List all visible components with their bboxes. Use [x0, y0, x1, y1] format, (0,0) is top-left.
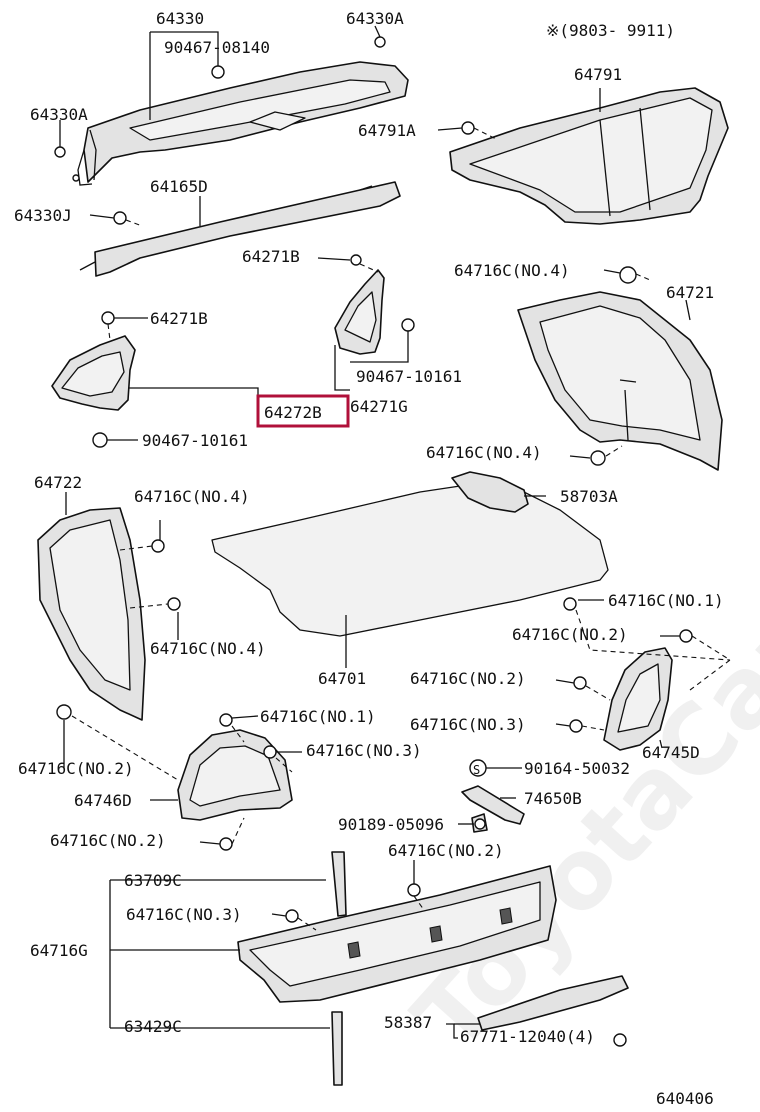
- label-90164-50032: 90164-50032: [524, 759, 630, 778]
- leader-lines: [59, 25, 731, 1039]
- label-64721: 64721: [666, 283, 714, 302]
- label-58387: 58387: [384, 1013, 432, 1032]
- bracket-74650B: [461, 785, 525, 833]
- label-64271B-upper: 64271B: [242, 247, 300, 266]
- pad-58703A: [451, 471, 529, 513]
- drawing-number: 640406: [656, 1089, 714, 1108]
- label-64272B: 64272B: [264, 403, 322, 422]
- label-64722: 64722: [34, 473, 82, 492]
- label-64716C-no2-bottom: 64716C(NO.2): [388, 841, 504, 860]
- rear-panel-trim-64716G: [237, 865, 557, 1003]
- label-64701: 64701: [318, 669, 366, 688]
- trunk-lid-trim-64791: [449, 87, 729, 225]
- trim-58387: [477, 975, 629, 1031]
- label-58703A: 58703A: [560, 487, 618, 506]
- label-64716C-no1-right: 64716C(NO.1): [608, 591, 724, 610]
- label-63709C: 63709C: [124, 871, 182, 890]
- note: ※(9803- 9911): [546, 21, 675, 40]
- label-64745D: 64745D: [642, 743, 700, 762]
- trunk-side-trim-64721: [517, 291, 723, 471]
- label-64330: 64330: [156, 9, 204, 28]
- corner-trim-64746D: [177, 729, 293, 821]
- label-64330A-top: 64330A: [346, 9, 404, 28]
- label-64716C-no4-d: 64716C(NO.4): [150, 639, 266, 658]
- trim-piece-64272B: [51, 335, 136, 411]
- label-64716C-no3-right: 64716C(NO.3): [410, 715, 526, 734]
- strip-63429C: [331, 1011, 343, 1086]
- label-64716G: 64716G: [30, 941, 88, 960]
- label-64716C-no3-mid: 64716C(NO.3): [306, 741, 422, 760]
- label-64716C-no4-a: 64716C(NO.4): [454, 261, 570, 280]
- label-74650B: 74650B: [524, 789, 582, 808]
- label-64746D: 64746D: [74, 791, 132, 810]
- label-64271G: 64271G: [350, 397, 408, 416]
- label-67771-12040: 67771-12040(4): [460, 1027, 595, 1046]
- trim-piece-64271G: [334, 269, 385, 355]
- label-64716C-no3-bottom: 64716C(NO.3): [126, 905, 242, 924]
- label-90467-10161-left: 90467-10161: [142, 431, 248, 450]
- label-64330J: 64330J: [14, 206, 72, 225]
- label-90467-08140: 90467-08140: [164, 38, 270, 57]
- label-64791: 64791: [574, 65, 622, 84]
- corner-trim-64745D: [603, 647, 673, 751]
- label-64716C-no2-right: 64716C(NO.2): [512, 625, 628, 644]
- part-labels: ※(9803- 9911) 64330 90467-08140 64330A 6…: [14, 9, 724, 1108]
- label-64271B-left: 64271B: [150, 309, 208, 328]
- label-64791A: 64791A: [358, 121, 416, 140]
- label-64716C-no2-lower: 64716C(NO.2): [50, 831, 166, 850]
- strip-63709C: [331, 851, 347, 917]
- package-tray-64330: [72, 61, 409, 186]
- label-64716C-no4-b: 64716C(NO.4): [426, 443, 542, 462]
- label-90189-05096: 90189-05096: [338, 815, 444, 834]
- label-64716C-no1-mid: 64716C(NO.1): [260, 707, 376, 726]
- left-side-trim-64722: [37, 507, 146, 721]
- label-64716C-no4-c: 64716C(NO.4): [134, 487, 250, 506]
- label-64330A-left: 64330A: [30, 105, 88, 124]
- s-marker-label: S: [473, 763, 480, 777]
- label-64716C-no2-left: 64716C(NO.2): [18, 759, 134, 778]
- label-64165D: 64165D: [150, 177, 208, 196]
- label-63429C: 63429C: [124, 1017, 182, 1036]
- label-64716C-no2-mid: 64716C(NO.2): [410, 669, 526, 688]
- highlight-box-64272B: [256, 394, 350, 428]
- label-90467-10161-right: 90467-10161: [356, 367, 462, 386]
- trunk-mat-64701: [211, 479, 609, 637]
- stiffener-64165D: [79, 181, 401, 277]
